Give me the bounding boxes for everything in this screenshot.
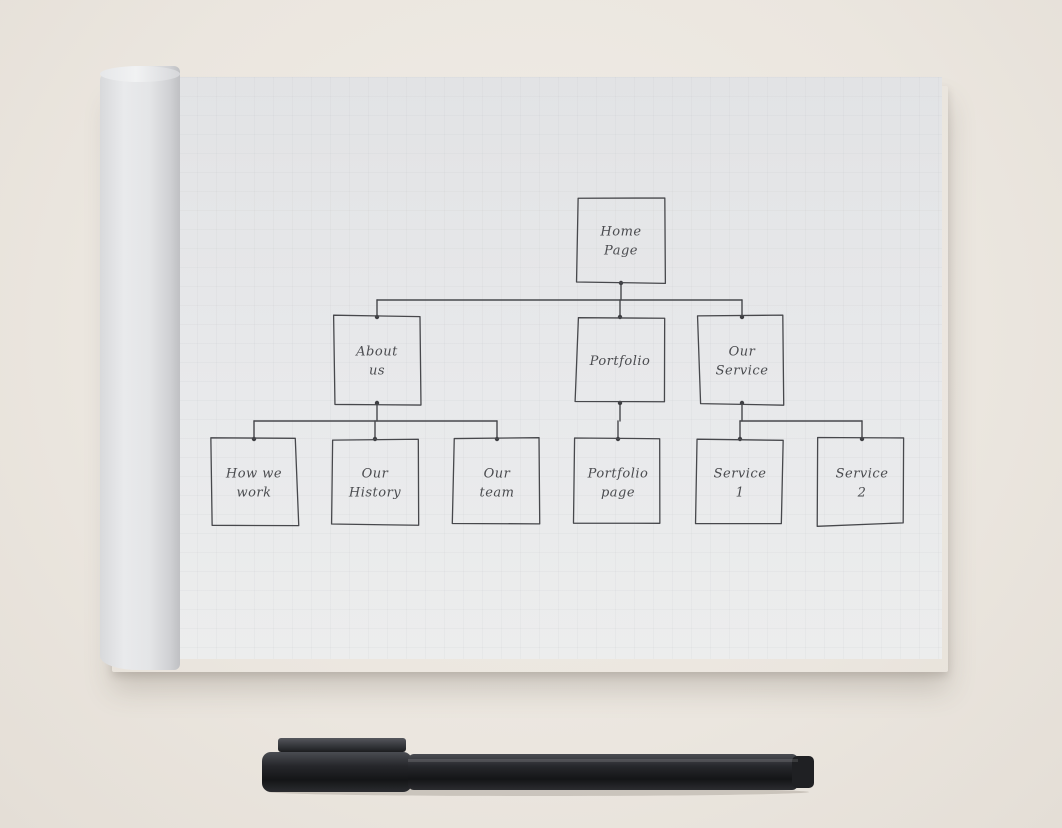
child-node-our-team: Our team <box>451 437 541 525</box>
marker-pen <box>262 738 814 796</box>
pen-clip <box>278 738 406 752</box>
connector-dot <box>737 436 743 442</box>
section-node-about-us: About us <box>332 314 422 406</box>
section-node-our-service-box <box>696 314 785 406</box>
connector-dot <box>494 436 500 442</box>
child-node-service-2-box <box>816 436 905 527</box>
root-node-home-page-box <box>575 197 667 285</box>
child-node-portfolio-page-box <box>572 437 661 524</box>
child-node-our-team-label: Our <box>484 467 511 482</box>
child-node-how-we-work-label: How we <box>225 467 282 482</box>
section-node-about-us-label: us <box>369 364 385 379</box>
child-node-how-we-work-box <box>210 437 300 527</box>
section-node-portfolio-box <box>574 317 666 403</box>
pen-end <box>792 756 814 788</box>
child-node-service-1: Service 1 <box>694 438 784 525</box>
root-node-home-page-label: Home <box>599 225 641 240</box>
section-node-our-service-label: Our <box>729 345 756 360</box>
section-node-portfolio-label: Portfolio <box>589 354 651 369</box>
child-node-service-2-label: 2 <box>857 486 867 501</box>
pen-cap <box>262 752 412 792</box>
child-node-our-team-label: team <box>480 486 515 501</box>
sitemap-connectors <box>251 280 865 442</box>
child-node-service-2: Service 2 <box>816 436 905 527</box>
child-node-service-1-label: Service <box>714 467 767 482</box>
child-node-how-we-work-label: work <box>236 486 271 501</box>
child-node-our-team-box <box>451 437 541 525</box>
child-node-portfolio-page: Portfolio page <box>572 437 661 524</box>
child-node-service-1-box <box>694 438 784 525</box>
section-node-portfolio: Portfolio <box>574 317 666 403</box>
child-node-portfolio-page-label: Portfolio <box>587 467 649 482</box>
pen-barrel <box>408 754 798 790</box>
notepad-roll-top <box>100 66 180 82</box>
child-node-our-history-label: Our <box>362 467 389 482</box>
connector-dot <box>372 436 378 442</box>
notepad-page <box>178 77 942 659</box>
child-node-our-history-box <box>330 438 420 526</box>
root-node-home-page-label: Page <box>603 244 638 259</box>
child-node-service-2-label: Service <box>836 467 889 482</box>
child-node-service-1-label: 1 <box>736 486 745 501</box>
section-node-our-service-label: Service <box>716 364 769 379</box>
section-node-about-us-label: About <box>355 345 398 360</box>
section-node-about-us-box <box>332 314 422 406</box>
notepad-roll <box>100 66 180 670</box>
child-node-our-history-label: History <box>348 486 401 501</box>
child-node-portfolio-page-label: page <box>601 486 635 501</box>
child-node-how-we-work: How we work <box>210 437 300 527</box>
